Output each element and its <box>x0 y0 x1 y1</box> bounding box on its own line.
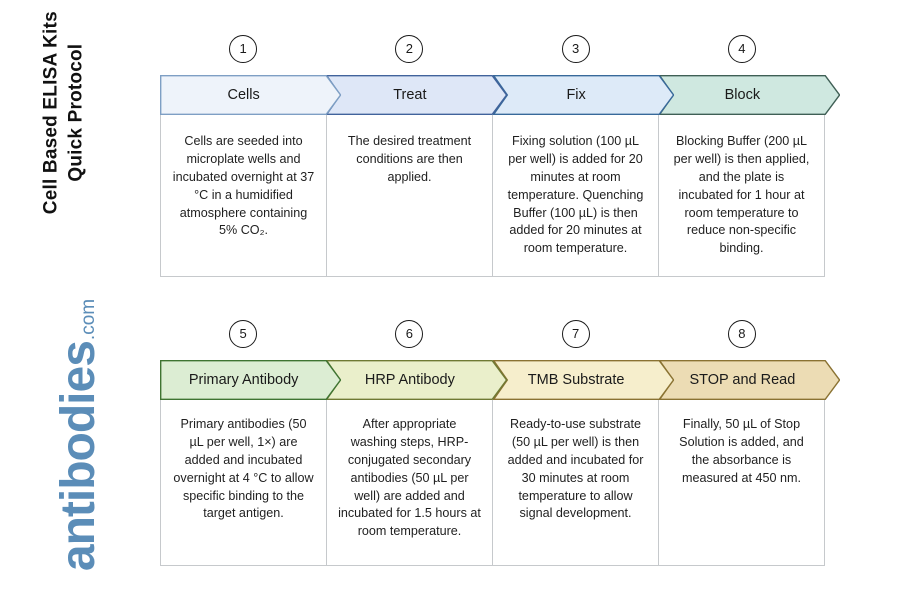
step-description-cell: Cells are seeded into microplate wells a… <box>161 115 327 276</box>
logo-tld: .com <box>78 298 99 341</box>
step-chevron-label: Fix <box>566 87 586 103</box>
step-description-text: Finally, 50 µL of Stop Solution is added… <box>679 417 804 485</box>
step-description-cell: Blocking Buffer (200 µL per well) is the… <box>659 115 824 276</box>
step-chevron-label: Primary Antibody <box>188 372 299 388</box>
step-chevron[interactable]: Primary Antibody <box>160 360 342 400</box>
step-chevron[interactable]: Cells <box>160 75 342 115</box>
step-description-cell: Ready-to-use substrate (50 µL per well) … <box>493 400 659 565</box>
step-description-text: The desired treatment conditions are the… <box>347 134 472 184</box>
step-description-cell: After appropriate washing steps, HRP-con… <box>327 400 493 565</box>
step-number-badge: 5 <box>229 320 258 348</box>
step-description-text: Fixing solution (100 µL per well) is add… <box>507 134 644 256</box>
step-number-badge: 2 <box>395 35 424 63</box>
step-chevron[interactable]: Fix <box>492 75 674 115</box>
step-number-badge: 1 <box>229 35 258 63</box>
step-number-badge: 4 <box>727 35 756 63</box>
step-description-text: Ready-to-use substrate (50 µL per well) … <box>507 417 644 521</box>
step-description-text: Blocking Buffer (200 µL per well) is the… <box>673 134 810 256</box>
brand-column: Cell Based ELISA Kits Quick Protocol ant… <box>0 0 152 594</box>
step-description-cell: Finally, 50 µL of Stop Solution is added… <box>659 400 824 565</box>
protocol-row-2: 5 6 7 8 Primary Antibody HRP Antibody TMB Sub… <box>160 320 840 566</box>
chevron-band-1: Cells Treat Fix Block <box>160 75 840 115</box>
step-chevron[interactable]: STOP and Read <box>658 360 840 400</box>
step-chevron-label: Block <box>724 87 761 103</box>
step-number-badge: 3 <box>561 35 590 63</box>
step-badge-strip-1: 1 2 3 4 <box>160 35 825 75</box>
step-chevron[interactable]: Treat <box>326 75 508 115</box>
step-chevron-label: HRP Antibody <box>364 372 455 388</box>
step-chevron[interactable]: Block <box>658 75 840 115</box>
step-chevron[interactable]: TMB Substrate <box>492 360 674 400</box>
step-chevron-label: TMB Substrate <box>527 372 625 388</box>
step-number-badge: 6 <box>395 320 424 348</box>
step-description-cell: Fixing solution (100 µL per well) is add… <box>493 115 659 276</box>
step-description-text: Primary antibodies (50 µL per well, 1×) … <box>173 417 314 521</box>
step-number-badge: 8 <box>727 320 756 348</box>
step-description-cell: The desired treatment conditions are the… <box>327 115 493 276</box>
step-description-text: Cells are seeded into microplate wells a… <box>172 134 315 238</box>
step-number-badge: 7 <box>561 320 590 348</box>
step-chevron-label: Treat <box>393 87 427 103</box>
step-chevron[interactable]: HRP Antibody <box>326 360 508 400</box>
step-chevron-label: Cells <box>227 87 260 103</box>
chevron-band-2: Primary Antibody HRP Antibody TMB Substrat… <box>160 360 840 400</box>
step-description-strip-1: Cells are seeded into microplate wells a… <box>160 115 825 277</box>
step-description-text: After appropriate washing steps, HRP-con… <box>338 417 481 539</box>
protocol-title: Cell Based ELISA Kits Quick Protocol <box>40 11 86 215</box>
step-description-strip-2: Primary antibodies (50 µL per well, 1×) … <box>160 400 825 566</box>
step-description-cell: Primary antibodies (50 µL per well, 1×) … <box>161 400 327 565</box>
logo-wordmark: antibodies <box>52 341 105 572</box>
antibodies-logo: antibodies .com <box>33 299 105 571</box>
protocol-row-1: 1 2 3 4 Cells Treat Fix Block Cells are seeded… <box>160 35 840 277</box>
step-badge-strip-2: 5 6 7 8 <box>160 320 825 360</box>
step-chevron-label: STOP and Read <box>689 372 796 388</box>
